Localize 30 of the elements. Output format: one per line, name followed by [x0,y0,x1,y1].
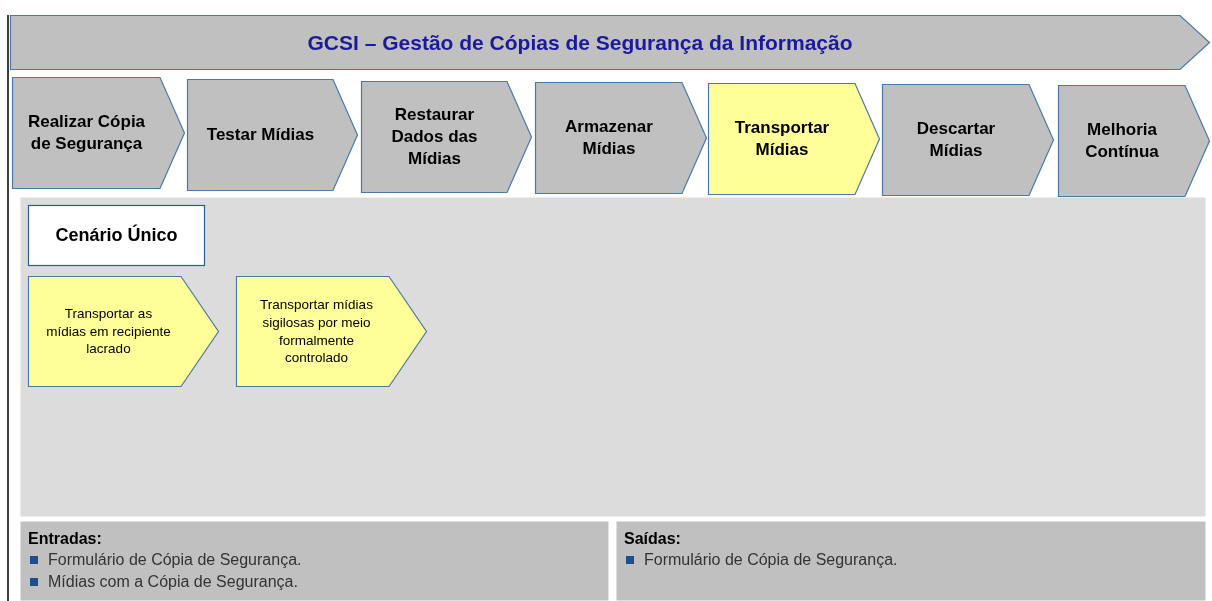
process-step [187,79,358,191]
list-item: Mídias com a Cópia de Segurança. [28,571,298,593]
list-item: Formulário de Cópia de Segurança. [624,549,898,571]
io-panel [20,521,609,601]
process-step [1058,85,1210,197]
process-step [12,77,185,189]
activity-label: Transportar as mídias em recipiente lacrado [45,305,172,358]
scenario-heading-box [28,205,205,266]
activity-label: Transportar mídias sigilosas por meio formalmente controlado [259,296,374,367]
list-item: Formulário de Cópia de Segurança. [28,549,302,571]
io-panel [616,521,1206,601]
io-heading: Entradas: [28,529,102,549]
step-label: Realizar Cópia de Segurança [26,110,147,155]
activity-step [28,276,219,387]
step-label: Descartar Mídias [915,117,997,162]
step-label: Melhoria Contínua [1084,118,1160,163]
step-label: Restaurar Dados das Mídias [390,103,479,171]
scenario-panel [20,197,1206,517]
activity-step [236,276,427,387]
step-label: Testar Mídias [206,123,315,146]
process-step [708,83,880,195]
process-step [361,81,532,193]
title-banner [10,15,1210,70]
step-label: Armazenar Mídias [564,115,654,160]
io-heading: Saídas: [624,529,681,549]
process-step [535,82,707,194]
banner-label: GCSI – Gestão de Cópias de Segurança da Informação [307,29,853,56]
step-label: Transportar Mídias [733,116,831,161]
process-step [882,84,1054,196]
scenario-title: Cenário Único [55,223,178,247]
